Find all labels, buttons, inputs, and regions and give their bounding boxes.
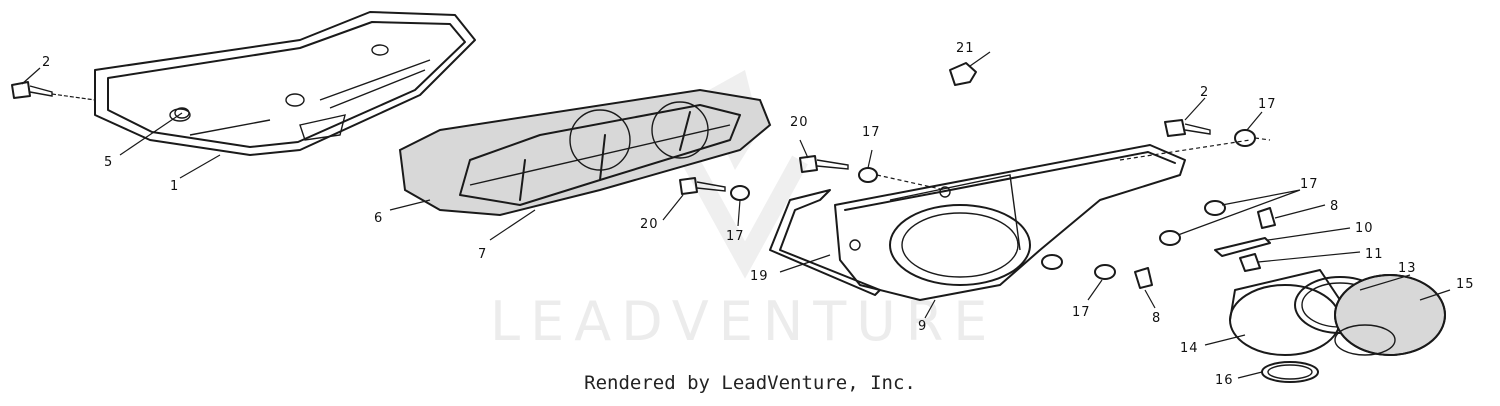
watermark-text: LEADVENTURE [490,290,997,353]
part-19-gasket [769,189,881,296]
callout-9: 9 [918,319,927,334]
callout-21: 21 [956,41,975,56]
part-20-bolt-upper [799,155,849,173]
part-17-collars [730,129,1271,280]
part-9-airbox-case [834,144,1186,301]
callout-17-lower-right: 17 [1072,305,1091,320]
callout-14: 14 [1180,341,1199,356]
callout-11: 11 [1365,247,1384,262]
part-7-filter-cage [459,101,741,206]
callout-20-upper: 20 [790,115,809,130]
callout-5: 5 [104,155,113,170]
callout-6: 6 [374,211,383,226]
part-10-band [1214,237,1271,257]
callout-labels: 2 5 1 6 7 20 20 17 17 19 9 21 2 17 17 8 … [42,41,1475,388]
callout-2-right: 2 [1200,85,1209,100]
part-20-bolt-lower [679,177,726,195]
part-1-cover [94,11,476,156]
callout-7: 7 [478,247,487,262]
callout-17-upper-left: 17 [862,125,881,140]
part-21-clip [949,62,977,86]
callout-17-upper-right: 17 [1258,97,1277,112]
leader-lines [21,51,1451,379]
part-2-screw-right [1164,119,1211,137]
callout-2-left: 2 [42,55,51,70]
callout-10: 10 [1355,221,1374,236]
callout-8-upper: 8 [1330,199,1339,214]
callout-17-right: 17 [1300,177,1319,192]
callout-16: 16 [1215,373,1234,388]
callout-13: 13 [1398,261,1417,276]
part-8-clips [1134,207,1276,289]
callout-1: 1 [170,179,179,194]
callout-20-lower: 20 [640,217,659,232]
callout-15: 15 [1456,277,1475,292]
callout-19: 19 [750,269,769,284]
part-6-filter-element [398,88,772,217]
footer-credit: Rendered by LeadVenture, Inc. [584,372,916,394]
callout-17-lower-left: 17 [726,229,745,244]
part-5-grommet [174,107,190,119]
part-15-air-filter [1334,274,1446,356]
part-2-screw-left [11,81,96,101]
callout-8-lower: 8 [1152,311,1161,326]
part-11-clip [1239,253,1261,272]
part-14-joint [1229,269,1341,356]
